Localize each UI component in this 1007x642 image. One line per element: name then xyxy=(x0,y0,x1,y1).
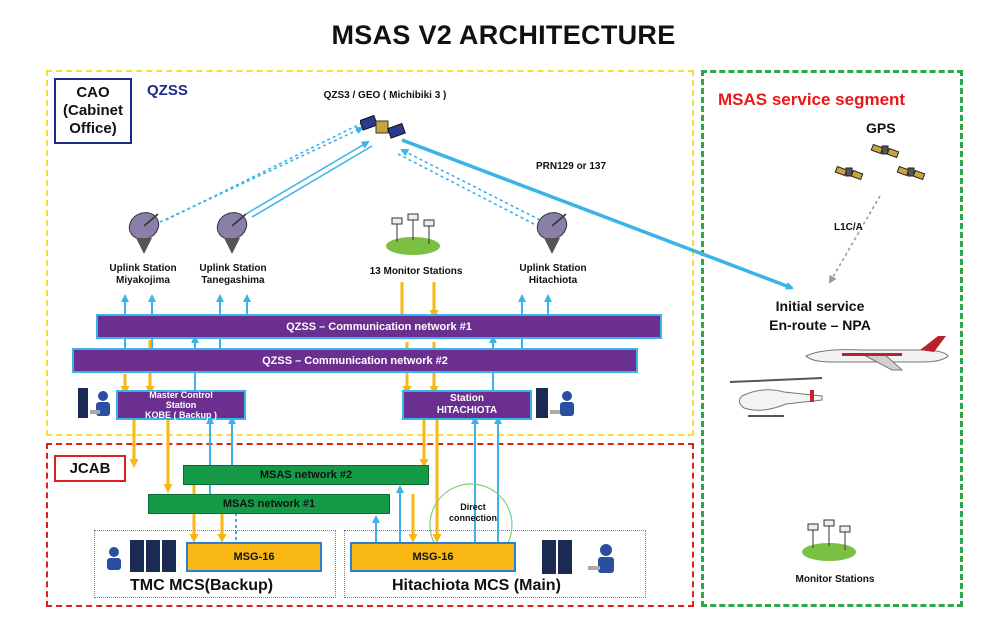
cao-label: CAO (Cabinet Office) xyxy=(54,78,132,144)
dish-icon xyxy=(216,212,248,254)
tmc-mcs-label: TMC MCS(Backup) xyxy=(130,577,274,594)
qzss-label: QZSS xyxy=(147,82,188,99)
aircraft-icon xyxy=(805,336,949,371)
master-control-station-kobe: Master Control Station KOBE ( Backup ) xyxy=(116,390,246,420)
station-hitachiota: Station HITACHIOTA xyxy=(402,390,532,420)
uplink-hitachiota-label: Uplink Station Hitachiota xyxy=(519,263,587,286)
qzss-comm-network-1: QZSS – Communication network #1 xyxy=(96,314,662,339)
satellite-icon xyxy=(360,114,406,139)
msas-network-2: MSAS network #2 xyxy=(183,465,429,485)
page-title: MSAS V2 ARCHITECTURE xyxy=(331,20,676,50)
msg-16-tmc: MSG-16 xyxy=(186,542,322,572)
prn-label: PRN129 or 137 xyxy=(536,161,607,172)
dish-icon xyxy=(536,212,568,254)
jcab-label: JCAB xyxy=(54,455,126,482)
operator-icon xyxy=(536,388,574,418)
uplink-miyakojima-label: Uplink Station Miyakojima xyxy=(109,263,177,286)
helicopter-icon xyxy=(729,377,823,417)
gps-label: GPS xyxy=(866,120,896,136)
monitor-stations-13-label: 13 Monitor Stations xyxy=(369,266,463,277)
monitor-antennas-icon xyxy=(802,519,856,561)
jcab-zone xyxy=(46,443,694,607)
dish-icon xyxy=(128,212,160,254)
l1ca-label: L1C/A xyxy=(834,222,863,233)
hitachiota-mcs-label: Hitachiota MCS (Main) xyxy=(392,577,561,594)
uplink-tanegashima-label: Uplink Station Tanegashima xyxy=(199,263,267,286)
initial-service-label: Initial service En-route – NPA xyxy=(769,298,871,333)
monitor-stations-label: Monitor Stations xyxy=(795,574,875,585)
monitor-antennas-icon xyxy=(386,213,440,255)
server-icon xyxy=(542,540,614,574)
msas-network-1: MSAS network #1 xyxy=(148,494,390,514)
operator-icon xyxy=(78,388,110,418)
msg-16-hitachiota: MSG-16 xyxy=(350,542,516,572)
hitachiota-mcs-zone xyxy=(344,530,646,598)
qzss-zone xyxy=(46,70,694,436)
satellite-label: QZS3 / GEO ( Michibiki 3 ) xyxy=(323,90,447,101)
gps-satellite-icon xyxy=(834,143,926,181)
tmc-mcs-zone xyxy=(94,530,336,598)
msas-segment-label: MSAS service segment xyxy=(718,90,906,109)
direct-connection-label: Direct connection xyxy=(448,502,497,523)
msas-service-zone xyxy=(701,70,963,607)
qzss-comm-network-2: QZSS – Communication network #2 xyxy=(72,348,638,373)
server-icon xyxy=(107,540,176,572)
